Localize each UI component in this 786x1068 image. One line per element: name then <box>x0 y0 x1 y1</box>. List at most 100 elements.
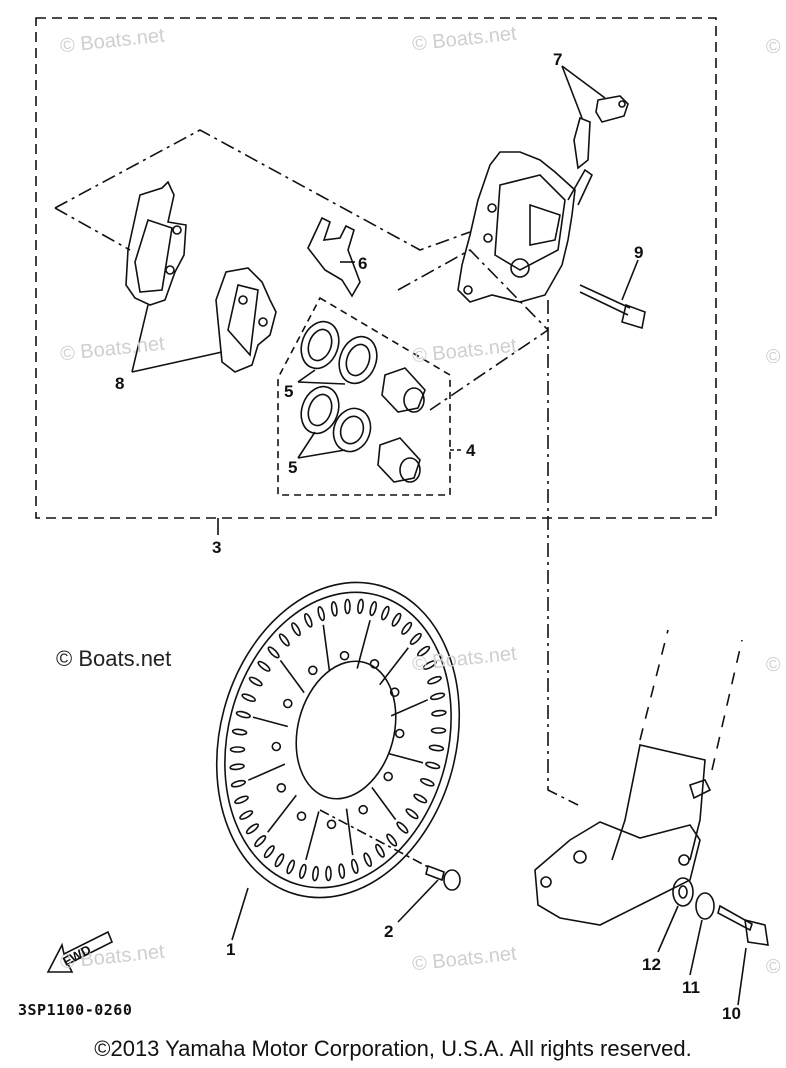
disc-bolt-hole <box>276 782 287 793</box>
vent-slot <box>344 598 351 615</box>
vent-slot <box>357 598 364 615</box>
leader-5b <box>297 381 346 385</box>
leader-8b <box>131 351 223 373</box>
callout-7: 7 <box>553 50 563 69</box>
callout-9: 9 <box>634 243 644 262</box>
vent-slot <box>386 833 398 847</box>
vent-slot <box>317 606 326 622</box>
vent-slot <box>235 710 251 719</box>
disc-vent-holes <box>229 598 447 882</box>
disc-spoke <box>279 659 305 694</box>
vent-slot <box>263 845 275 859</box>
disc-spoke <box>356 619 371 669</box>
vent-slot <box>427 675 442 685</box>
callout-1: 1 <box>226 940 236 959</box>
vent-slot <box>338 863 346 879</box>
leader-5d <box>297 449 346 459</box>
leader-7b <box>561 65 606 99</box>
vent-slot <box>229 763 245 771</box>
mounting-alignment-line <box>547 300 579 806</box>
vent-slot <box>291 622 301 637</box>
vent-slot <box>369 601 378 617</box>
vent-slot <box>380 605 390 621</box>
leader-5a <box>297 369 316 383</box>
disc-spoke <box>305 811 320 861</box>
vent-slot <box>391 612 402 627</box>
vent-slot <box>257 660 271 672</box>
callout-3: 3 <box>212 538 222 557</box>
caliper-alignment-line <box>397 249 550 411</box>
disc-bolt-hole <box>394 728 405 739</box>
vent-slot <box>431 709 447 717</box>
disc-bolt-hole <box>358 804 369 815</box>
vent-slot <box>303 612 313 628</box>
caliper-assembly-outline <box>35 17 717 519</box>
watermark: © <box>764 653 782 677</box>
vent-slot <box>286 859 296 875</box>
disc-bolt-hole <box>326 819 337 830</box>
vent-slot <box>417 645 431 657</box>
disc-bolt-hole <box>307 665 318 676</box>
leader-12 <box>657 905 679 953</box>
vent-slot <box>278 633 290 647</box>
disc-bolt-hole <box>271 741 282 752</box>
main-watermark: © Boats.net <box>56 646 172 671</box>
disc-bolt-hole <box>383 771 394 782</box>
copyright-notice: ©2013 Yamaha Motor Corporation, U.S.A. A… <box>94 1036 692 1061</box>
disc-spoke <box>322 624 331 672</box>
bleed-screw <box>573 95 629 170</box>
vent-slot <box>422 660 437 670</box>
callout-10: 10 <box>722 1004 741 1023</box>
leader-2 <box>397 879 439 923</box>
vent-slot <box>430 692 446 701</box>
watermark: © <box>764 955 782 979</box>
seal-kit-outline <box>277 296 451 496</box>
vent-slot <box>229 746 246 753</box>
leader-11 <box>689 919 703 976</box>
disc-bolt-hole <box>296 811 307 822</box>
vent-slot <box>428 744 445 752</box>
watermark: © <box>764 35 782 59</box>
callout-12: 12 <box>642 955 661 974</box>
vent-slot <box>413 793 428 804</box>
disc-bolt-hole <box>339 650 350 661</box>
brake-pad-left <box>125 180 187 306</box>
callout-5: 5 <box>288 458 298 477</box>
vent-slot <box>312 865 319 882</box>
vent-slot <box>248 676 263 687</box>
disc-bolt <box>319 809 461 891</box>
vent-slot <box>241 693 257 703</box>
disc-spokes <box>247 619 429 861</box>
callout-11: 11 <box>682 978 700 997</box>
lock-washer <box>695 892 715 920</box>
disc-spoke <box>387 752 424 764</box>
fwd-arrow-icon <box>46 930 114 973</box>
fork-bolt <box>717 904 769 946</box>
disc-spoke <box>267 794 297 833</box>
leader-10 <box>737 947 747 1006</box>
vent-slot <box>425 761 441 770</box>
pad-alignment-line <box>54 129 471 251</box>
vent-slot <box>245 823 259 835</box>
disc-spoke <box>371 786 397 821</box>
vent-slot <box>409 632 422 645</box>
vent-slot <box>239 810 254 820</box>
brake-disc <box>215 581 461 899</box>
callout-8: 8 <box>115 374 125 393</box>
callout-4: 4 <box>466 441 476 460</box>
disc-bolt-hole <box>389 687 400 698</box>
disc-spoke <box>379 647 409 686</box>
diagram-code: 3SP1100-0260 <box>18 1001 133 1019</box>
pad-alignment-line-2 <box>54 207 131 251</box>
vent-slot <box>419 777 435 787</box>
seal-set <box>300 320 378 453</box>
disc-spoke <box>252 716 289 728</box>
leader-8a <box>131 304 149 373</box>
front-fork <box>534 629 743 926</box>
disc-spoke <box>390 699 429 717</box>
watermark: © <box>764 345 782 369</box>
disc-bolt-hole <box>369 658 380 669</box>
vent-slot <box>405 808 419 820</box>
vent-slot <box>234 795 249 805</box>
vent-slot <box>330 601 338 617</box>
